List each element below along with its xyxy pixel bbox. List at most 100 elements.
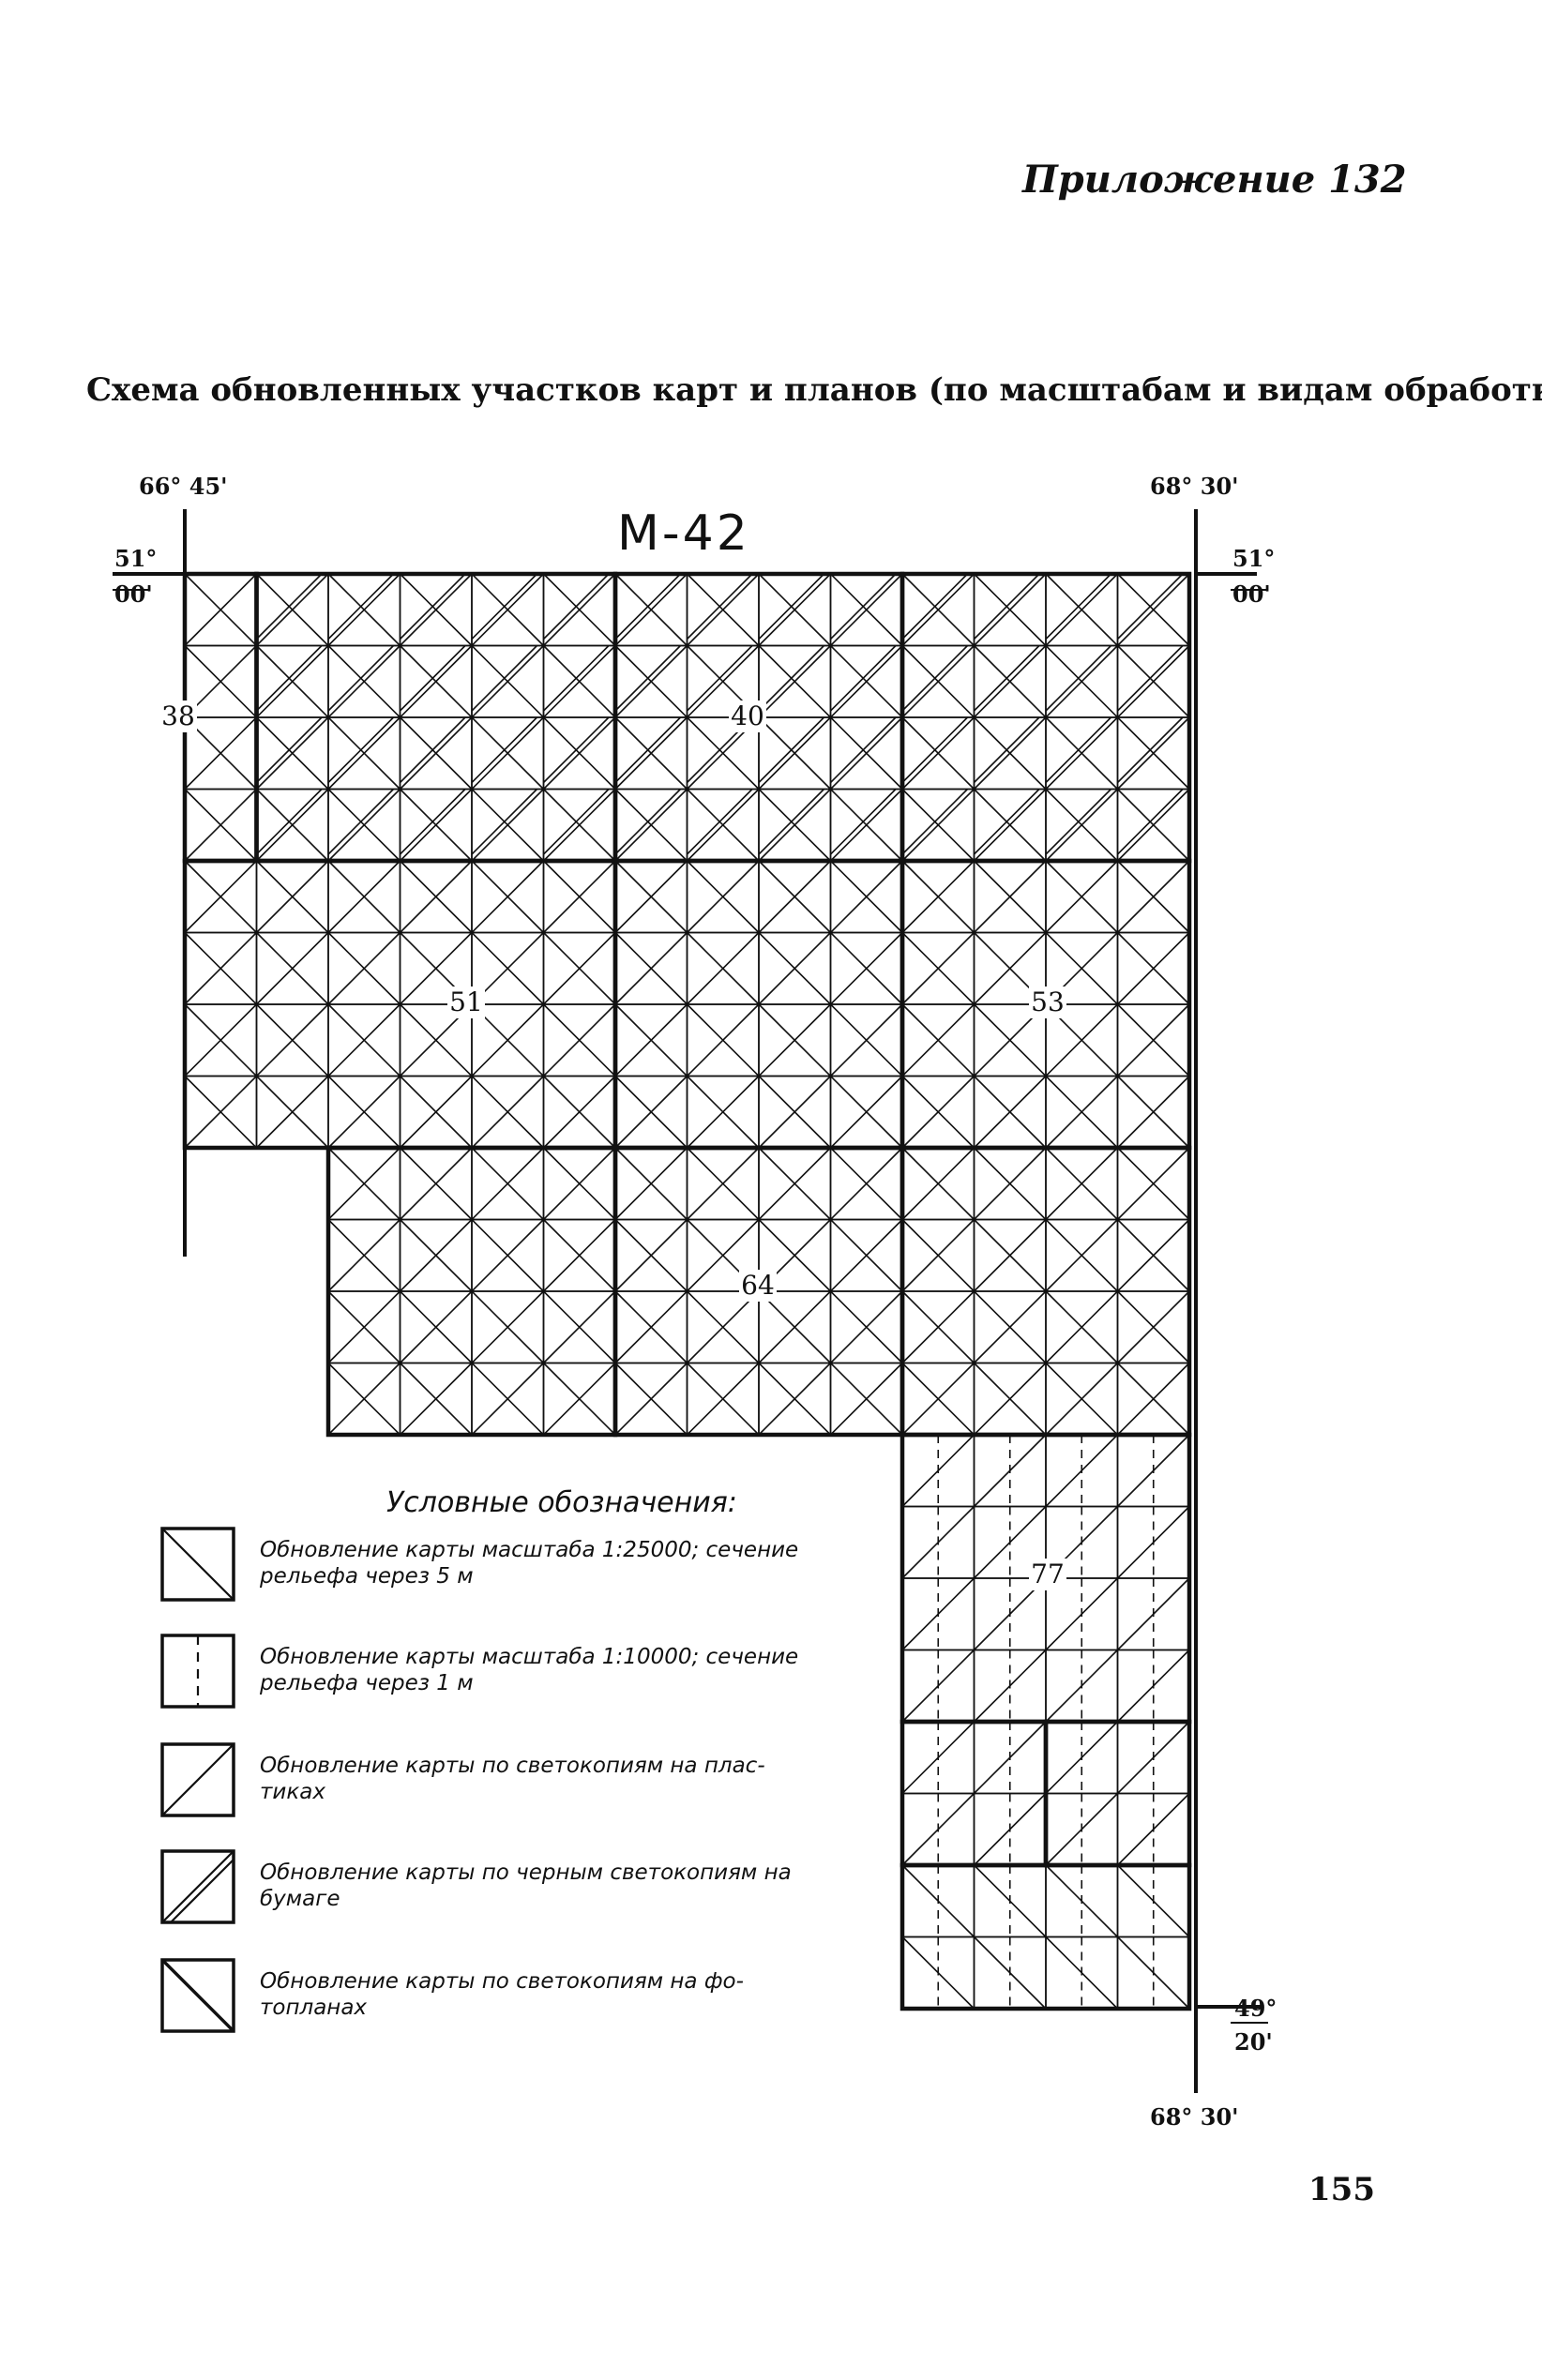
grid-cell xyxy=(829,860,903,934)
grid-cell xyxy=(758,1290,832,1364)
legend-text-line1: Обновление карты масштаба 1:10000; сечен… xyxy=(260,1645,798,1669)
cell-diagonal xyxy=(399,1075,473,1149)
grid-cell xyxy=(399,1362,473,1436)
grid-cell xyxy=(758,1147,832,1221)
cell-diagonal xyxy=(758,644,832,718)
cell-diagonal xyxy=(829,644,897,712)
cell-diagonal xyxy=(686,1290,760,1364)
grid-cell xyxy=(614,573,688,647)
cell-diagonal xyxy=(327,573,395,640)
cell-diagonal xyxy=(973,1290,1047,1364)
grid-cell xyxy=(758,716,832,791)
grid-cell xyxy=(399,1075,473,1149)
grid-cell xyxy=(471,1147,545,1221)
cell-diagonal xyxy=(614,644,682,712)
cell-diagonal xyxy=(758,644,825,712)
grid-cell xyxy=(1116,1649,1190,1723)
grid-cell xyxy=(1116,860,1190,934)
grid-cell xyxy=(901,1792,975,1866)
cell-diagonal xyxy=(614,1362,688,1436)
cell-diagonal xyxy=(471,644,545,718)
left-latitude-degrees: 51° xyxy=(114,545,157,572)
cell-diagonal xyxy=(758,1075,832,1149)
cell-number-backing xyxy=(159,700,197,732)
grid-cell xyxy=(1116,1577,1190,1651)
swatch-line xyxy=(170,1859,234,1923)
cell-diagonal xyxy=(327,644,395,712)
cell-diagonal xyxy=(973,1218,1047,1292)
grid-cell xyxy=(1116,1792,1190,1866)
cell-diagonal xyxy=(614,573,682,640)
grid-cell xyxy=(184,931,258,1005)
grid-cell xyxy=(829,644,903,718)
cell-diagonal xyxy=(542,716,616,791)
top-left-longitude-label: 66° 45' xyxy=(139,473,228,500)
grid-cell xyxy=(399,788,473,862)
grid-cell xyxy=(184,788,258,862)
cell-diagonal xyxy=(255,860,329,934)
grid-cell xyxy=(1116,1434,1190,1508)
grid-cell xyxy=(471,1075,545,1149)
cell-number-38: 38 xyxy=(161,700,195,731)
grid-cell xyxy=(542,644,616,718)
cell-diagonal xyxy=(399,573,466,640)
grid-cell xyxy=(686,1362,760,1436)
grid-cell xyxy=(399,644,473,718)
cell-diagonal xyxy=(471,573,545,647)
cell-diagonal xyxy=(327,788,401,862)
swatch-line xyxy=(161,1743,234,1816)
grid-cell xyxy=(542,1218,616,1292)
cell-diagonal xyxy=(327,1362,401,1436)
cell-diagonal xyxy=(901,1147,975,1221)
page-number: 155 xyxy=(1308,2171,1375,2208)
cell-diagonal xyxy=(1045,716,1112,784)
cell-diagonal xyxy=(471,644,538,712)
grid-cell xyxy=(686,1147,760,1221)
cell-diagonal xyxy=(973,788,1040,855)
cell-diagonal xyxy=(184,573,258,647)
block-outlines xyxy=(182,571,1192,2011)
cell-number-40: 40 xyxy=(731,700,764,731)
cell-diagonal xyxy=(1116,860,1190,934)
cell-diagonal xyxy=(542,1290,616,1364)
grid-cell xyxy=(1045,860,1119,934)
grid-cell xyxy=(184,1003,258,1077)
grid-cell xyxy=(184,1075,258,1149)
grid-cell xyxy=(973,1147,1047,1221)
legend-text-line2: бумаге xyxy=(260,1887,340,1911)
cell-diagonal xyxy=(829,1075,903,1149)
cell-diagonal xyxy=(973,788,1047,862)
cell-diagonal xyxy=(901,860,975,934)
grid-cell xyxy=(1045,1075,1119,1149)
cell-diagonal xyxy=(471,1218,545,1292)
cell-diagonal xyxy=(614,860,688,934)
cell-diagonal xyxy=(471,1362,545,1436)
cell-diagonal xyxy=(399,788,473,862)
cell-diagonal xyxy=(471,573,538,640)
grid-cell xyxy=(901,860,975,934)
swatch-line xyxy=(161,1528,234,1601)
legend-text-line2: рельефа через 5 м xyxy=(259,1564,474,1589)
coordinate-ticks xyxy=(113,509,1262,2093)
grid-cell xyxy=(901,1003,975,1077)
cell-diagonal xyxy=(901,1362,975,1436)
cell-diagonal xyxy=(399,573,473,647)
cell-diagonal xyxy=(1116,644,1184,712)
grid-cell xyxy=(614,1147,688,1221)
grid-cell xyxy=(1045,1218,1119,1292)
cell-diagonal xyxy=(327,1290,401,1364)
cell-number-53: 53 xyxy=(1031,987,1065,1017)
cell-diagonal xyxy=(255,716,329,791)
grid-cell xyxy=(327,860,401,934)
cell-diagonal xyxy=(1116,1075,1190,1149)
cell-number-backing xyxy=(1029,987,1066,1018)
legend-item-5 xyxy=(160,1958,235,2033)
cell-diagonal xyxy=(901,1290,975,1364)
cell-diagonal xyxy=(614,788,682,855)
legend-swatch xyxy=(160,1849,235,1924)
cell-diagonal xyxy=(542,644,616,718)
cell-number-backing xyxy=(739,1270,777,1302)
grid-cell xyxy=(614,931,688,1005)
grid-cell xyxy=(327,573,401,647)
grid-cell xyxy=(901,931,975,1005)
